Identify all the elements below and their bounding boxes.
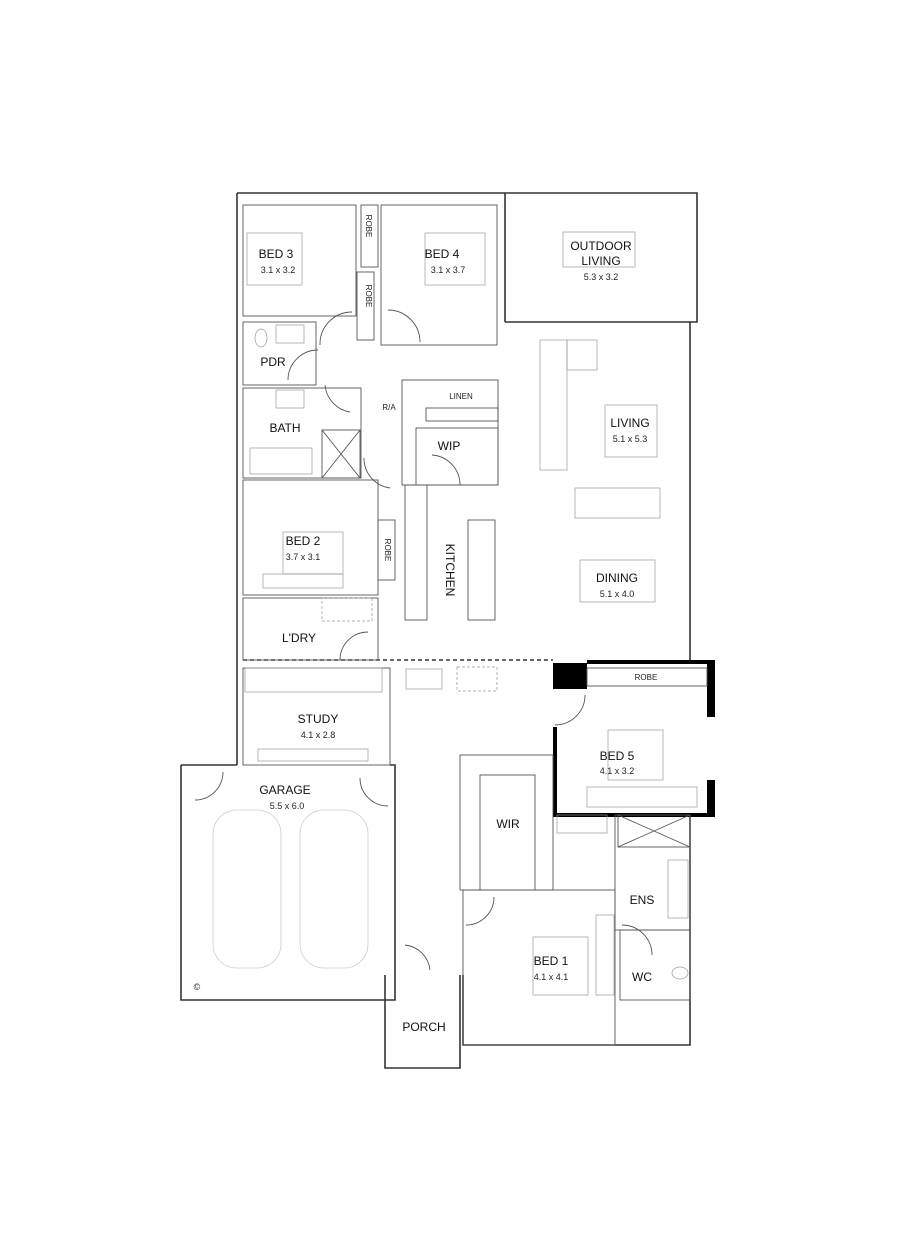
room-label-outdoor-living-2: LIVING [581,254,620,268]
room-size-living: 5.1 x 5.3 [613,434,648,444]
room-size-bed5: 4.1 x 3.2 [600,766,635,776]
room-label-wip: WIP [438,439,461,453]
room-label-bed2: BED 2 [286,534,321,548]
room-size-bed4: 3.1 x 3.7 [431,265,466,275]
room-label-kitchen: KITCHEN [443,544,457,597]
room-label-study: STUDY [298,712,339,726]
room-label-ens: ENS [630,893,655,907]
room-label-bed3: BED 3 [259,247,294,261]
bed5-walls [553,660,715,817]
exterior-walls [180,192,698,1069]
room-label-robe-bed2: ROBE [383,539,392,562]
room-label-ldry: L'DRY [282,631,316,645]
room-size-dining: 5.1 x 4.0 [600,589,635,599]
room-size-garage: 5.5 x 6.0 [270,801,305,811]
car-outlines [212,809,369,969]
room-label-porch: PORCH [402,1020,445,1034]
doors [194,309,653,971]
room-label-outdoor-living-1: OUTDOOR [570,239,632,253]
room-size-study: 4.1 x 2.8 [301,730,336,740]
room-label-robe-bed5: ROBE [635,673,658,682]
room-size-bed2: 3.7 x 3.1 [286,552,321,562]
copyright-symbol: © [194,982,201,992]
furniture [244,231,698,996]
room-label-dining: DINING [596,571,638,585]
interior-walls [242,204,708,1046]
room-label-bath: BATH [269,421,300,435]
room-size-bed1: 4.1 x 4.1 [534,972,569,982]
room-label-linen: LINEN [449,392,473,401]
room-label-robe-bed3: ROBE [364,215,373,238]
room-label-wc: WC [632,970,652,984]
room-label-bed4: BED 4 [425,247,460,261]
room-label-garage: GARAGE [259,783,310,797]
room-label-ra: R/A [382,403,396,412]
room-label-pdr: PDR [260,355,286,369]
room-size-outdoor-living: 5.3 x 3.2 [584,272,619,282]
room-label-bed1: BED 1 [534,954,569,968]
room-size-bed3: 3.1 x 3.2 [261,265,296,275]
room-label-living: LIVING [610,416,649,430]
room-label-wir: WIR [496,817,520,831]
room-label-bed5: BED 5 [600,749,635,763]
room-label-robe-bed4: ROBE [364,285,373,308]
